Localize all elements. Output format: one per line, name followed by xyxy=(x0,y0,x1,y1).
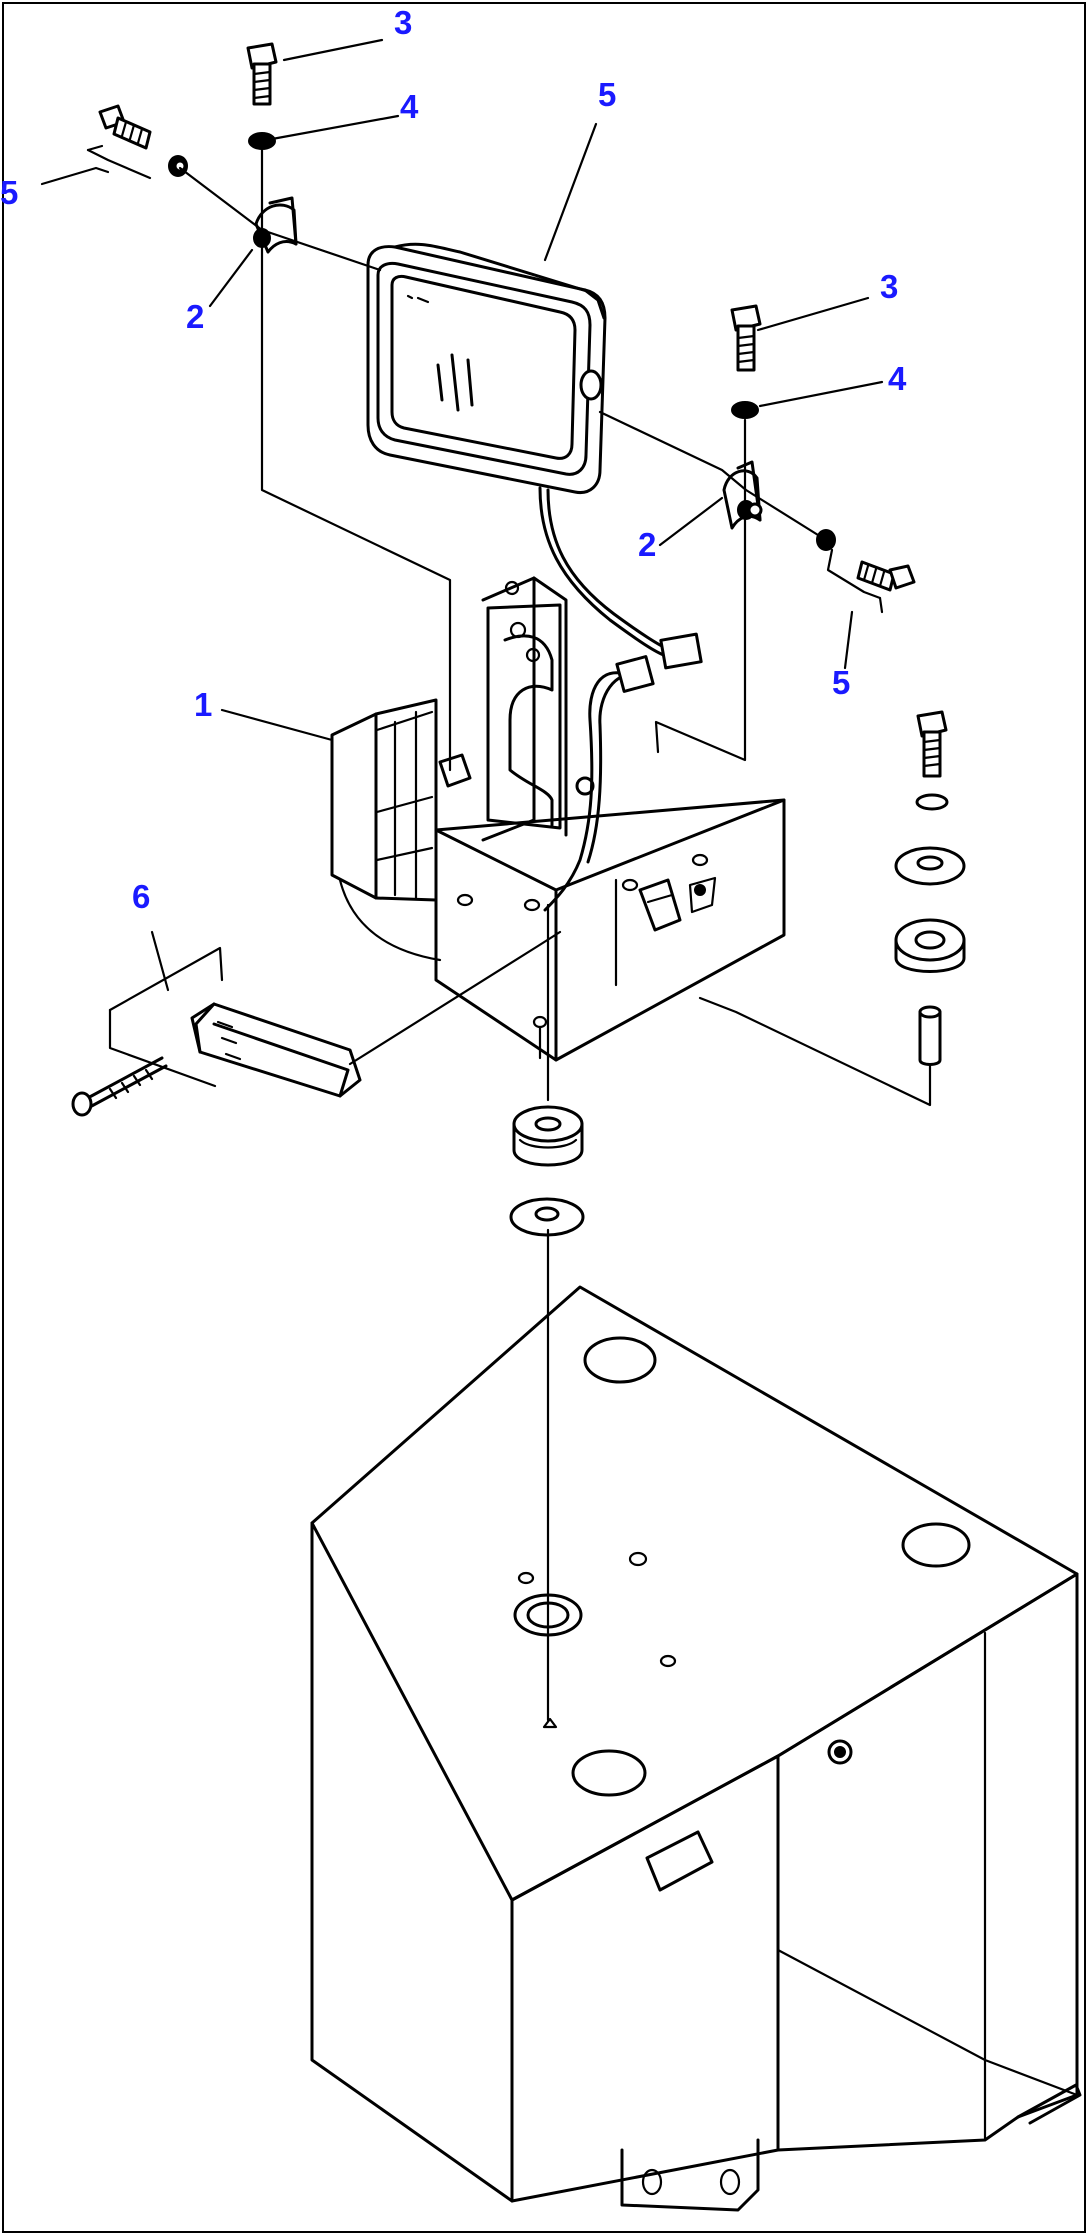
bolt-top-right xyxy=(730,304,762,372)
callout-4-right: 4 xyxy=(888,360,907,397)
callout-4-top-left: 4 xyxy=(400,88,419,125)
bolt-group-right xyxy=(816,529,916,614)
callout-3-top-left: 3 xyxy=(394,4,412,41)
callout-1-bracket: 1 xyxy=(194,686,212,723)
clamp-right xyxy=(722,460,763,530)
callout-labels: 3 4 5 5 2 3 4 2 5 1 6 xyxy=(0,4,907,915)
leader-lines xyxy=(40,38,884,992)
callout-3-right: 3 xyxy=(880,268,898,305)
washer-right-flat xyxy=(894,846,966,886)
lamp-bracket xyxy=(330,576,786,1062)
assembly-lines xyxy=(178,148,932,1722)
work-lamp xyxy=(366,242,703,670)
bolt-top-left xyxy=(246,42,278,106)
spacer-right xyxy=(918,1005,942,1066)
clamp-left xyxy=(253,196,298,254)
callout-2-right: 2 xyxy=(638,526,656,563)
callout-2-left: 2 xyxy=(186,298,204,335)
callout-5-lamp: 5 xyxy=(598,76,616,113)
bolt-right-stack xyxy=(916,710,948,778)
washer-top-right xyxy=(731,401,759,419)
callout-5-left: 5 xyxy=(0,174,18,211)
rubber-mount-right xyxy=(894,918,966,973)
rubber-mount-center xyxy=(512,1105,584,1167)
marker-lamp xyxy=(71,946,362,1117)
washer-right-small xyxy=(915,793,949,811)
cab-body xyxy=(310,1285,1082,2212)
callout-6-marker-lamp: 6 xyxy=(132,878,150,915)
washer-top-left xyxy=(248,132,276,150)
callout-5-right: 5 xyxy=(832,664,850,701)
bolt-group-left xyxy=(86,104,188,180)
